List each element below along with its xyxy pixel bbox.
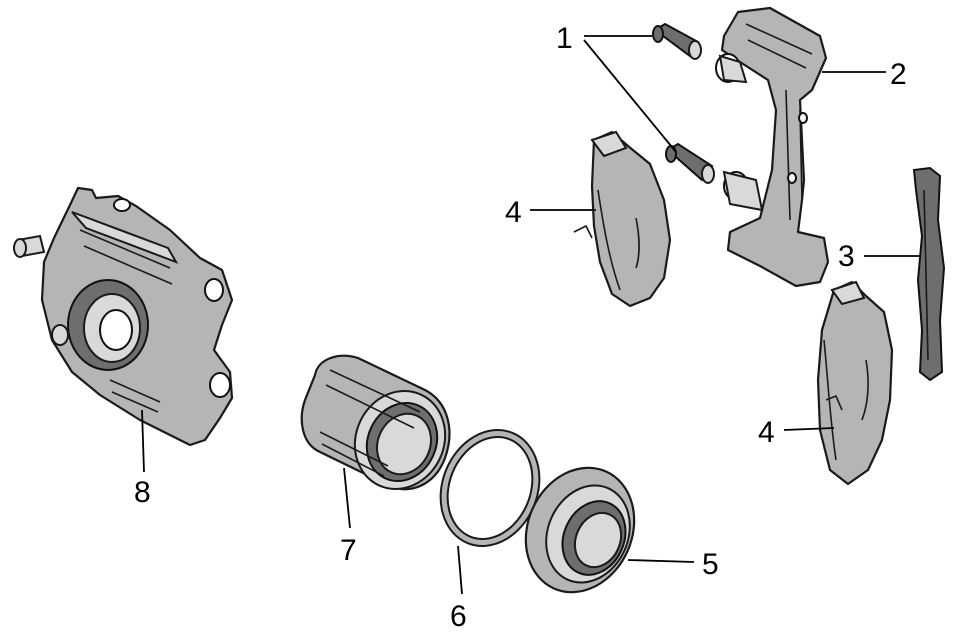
callout-8: 8: [134, 476, 151, 509]
dust-boot: [524, 466, 636, 594]
callout-3: 3: [838, 240, 855, 273]
callout-6: 6: [450, 600, 467, 633]
callout-2: 2: [890, 58, 907, 91]
callout-1: 1: [556, 22, 573, 55]
callout-5: 5: [702, 548, 719, 581]
piston-seal: [439, 429, 541, 547]
callout-4-upper: 4: [505, 196, 522, 229]
leader-8: [141, 409, 145, 473]
brake-pad-inner: [573, 130, 672, 308]
caliper-housing: [13, 186, 234, 447]
brake-pad-outer: [816, 280, 894, 486]
leader-6: [457, 545, 463, 595]
leader-1-lower: [583, 39, 677, 153]
guide-pin-upper: [652, 22, 702, 60]
leader-5: [627, 559, 695, 563]
callout-7: 7: [340, 534, 357, 567]
carrier-bracket: [715, 6, 830, 288]
leader-7: [343, 467, 351, 529]
callout-4-lower: 4: [758, 416, 775, 449]
piston: [300, 354, 451, 491]
anti-rattle-clip: [912, 166, 946, 382]
guide-pin-lower: [665, 142, 715, 184]
leader-4-lower: [783, 427, 835, 431]
callout-labels: 1 2 3 4 4 5 6 7 8: [134, 22, 907, 633]
leader-lines: [141, 35, 920, 595]
